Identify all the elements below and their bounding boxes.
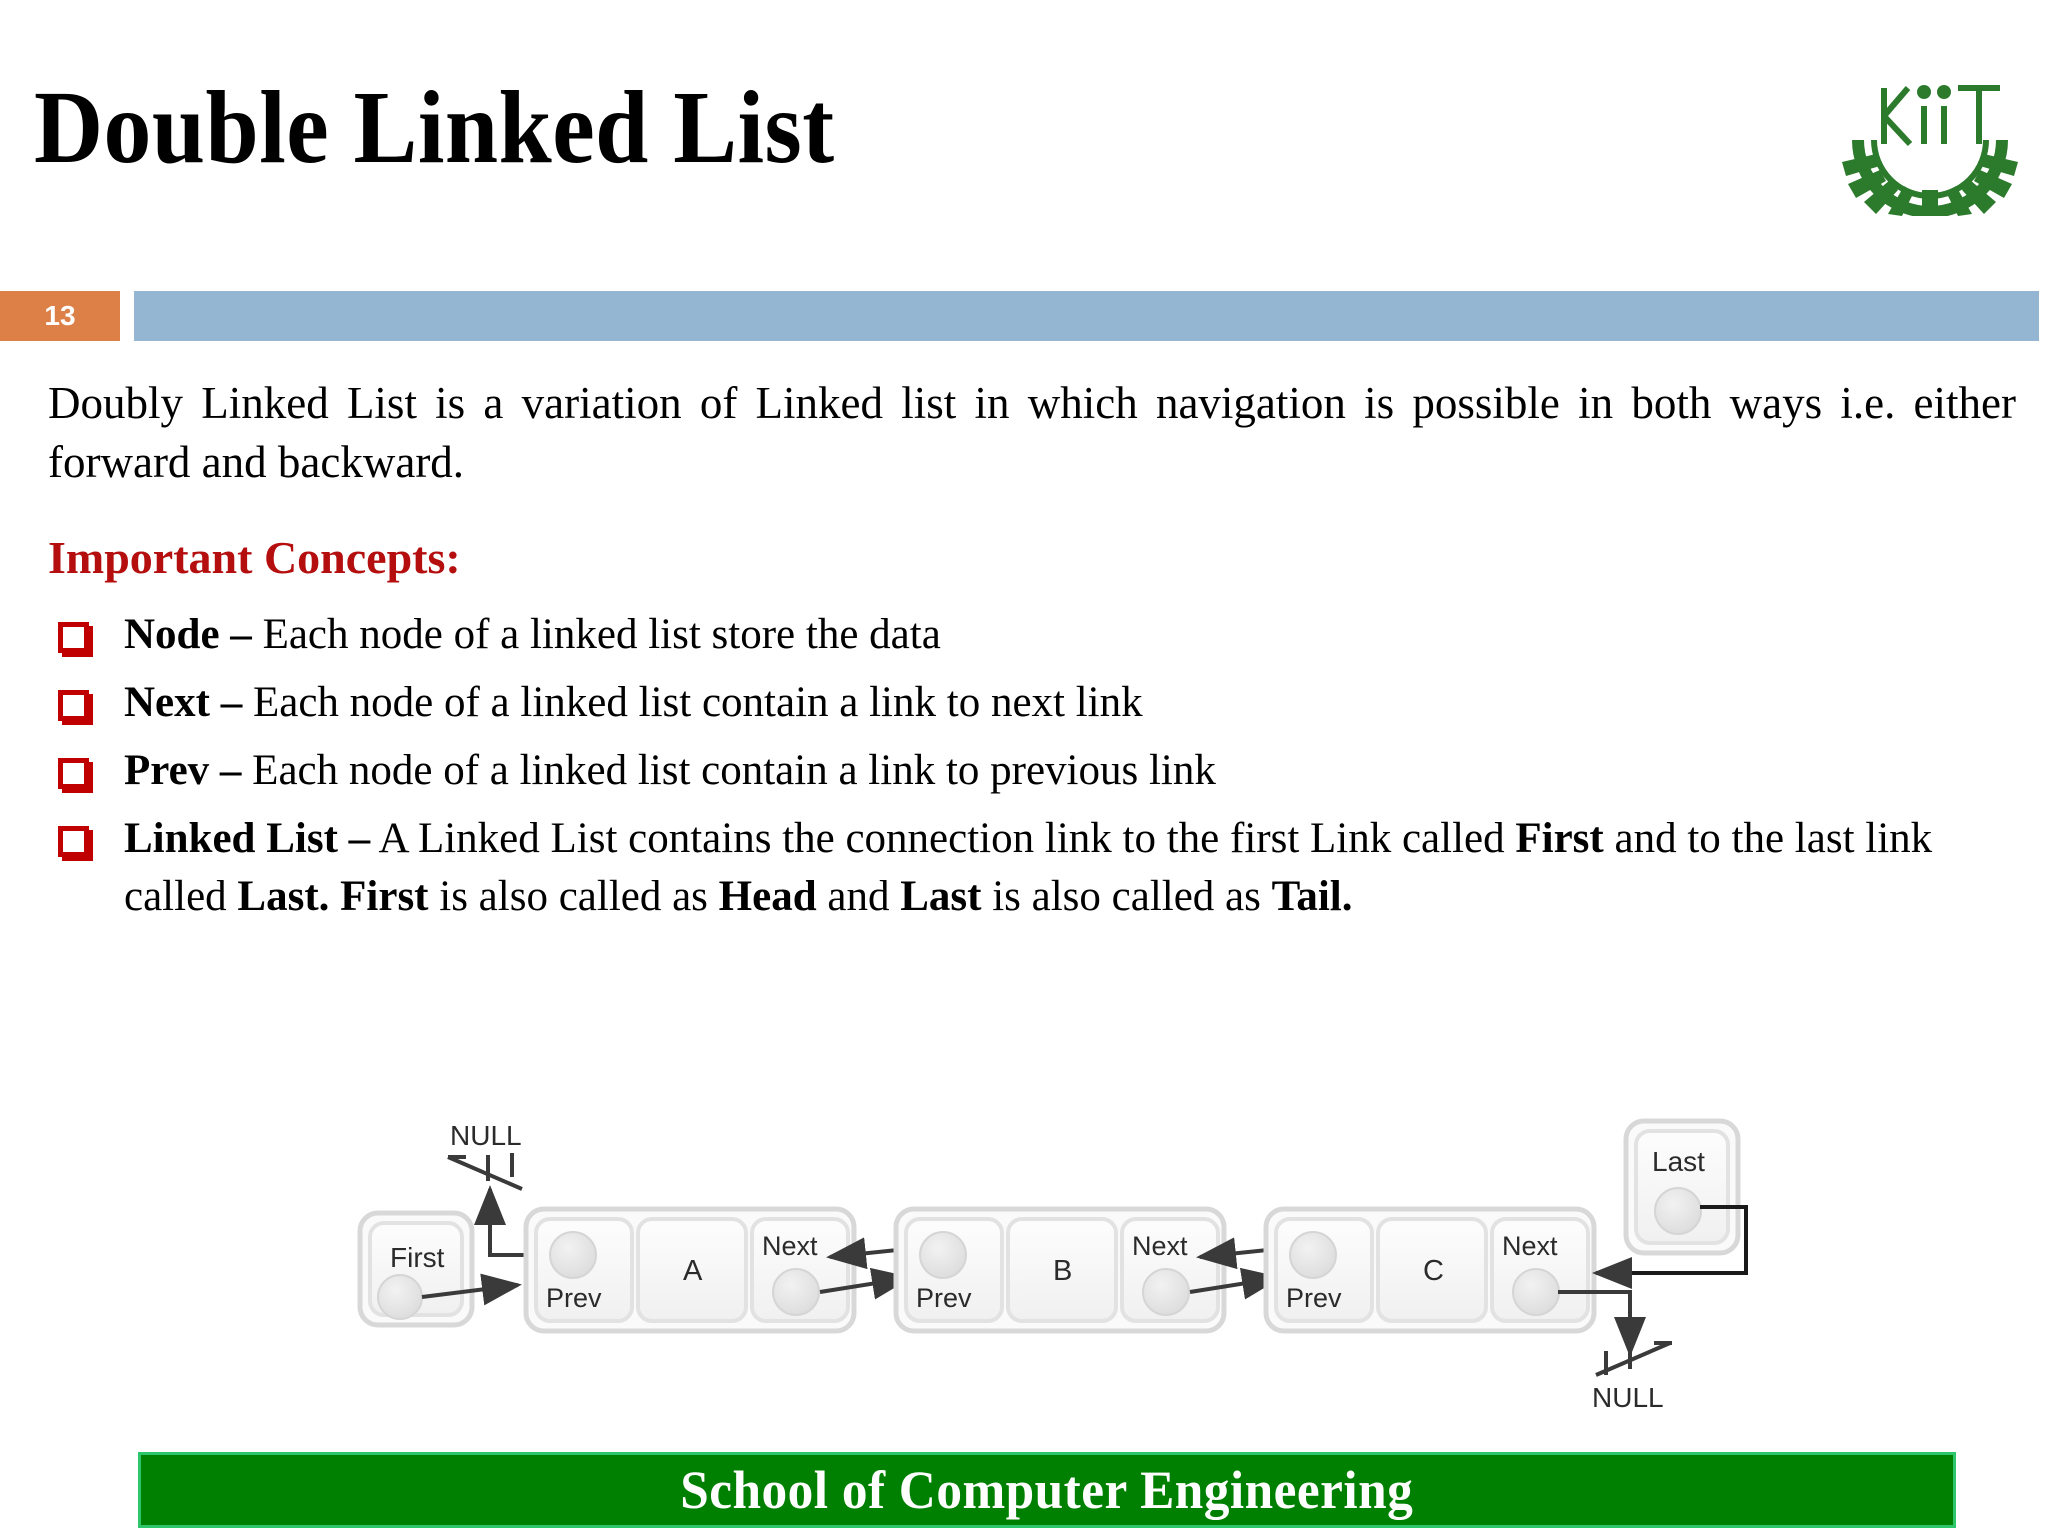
svg-text:C: C: [1423, 1255, 1444, 1287]
square-bullet-icon: [58, 758, 89, 790]
concept-emphasis-last-first: Last. First: [237, 873, 429, 921]
square-bullet-icon: [58, 622, 89, 653]
node-b: Prev B Next: [893, 1206, 1227, 1334]
list-item: Node – Each node of a linked list store …: [48, 606, 2016, 664]
node-c: Prev C Next: [1263, 1206, 1597, 1334]
slide-body: Doubly Linked List is a variation of Lin…: [48, 374, 2016, 936]
concept-emphasis-tail: Tail.: [1271, 873, 1353, 921]
concept-term: Prev –: [124, 747, 242, 795]
list-item: Prev – Each node of a linked list contai…: [48, 742, 2016, 800]
svg-text:NULL: NULL: [1592, 1382, 1664, 1413]
square-bullet-icon: [58, 826, 89, 858]
svg-text:NULL: NULL: [450, 1120, 522, 1151]
concept-continuation: and: [816, 873, 901, 921]
svg-text:B: B: [1053, 1255, 1072, 1287]
svg-text:Next: Next: [1502, 1231, 1558, 1261]
list-item: Next – Each node of a linked list contai…: [48, 674, 2016, 732]
svg-text:Last: Last: [1652, 1146, 1705, 1177]
footer-banner: School of Computer Engineering: [138, 1452, 1956, 1528]
null-top-marker: NULL: [447, 1120, 535, 1257]
svg-text:Next: Next: [762, 1231, 818, 1261]
concept-continuation: and to the last link called: [124, 815, 1933, 921]
section-heading: Important Concepts:: [48, 532, 461, 583]
accent-bar: [134, 291, 2039, 341]
concept-emphasis-head: Head: [718, 873, 817, 921]
concepts-list: Node – Each node of a linked list store …: [48, 606, 2016, 926]
square-bullet-icon: [58, 690, 89, 722]
slide-number-badge: 13: [0, 291, 120, 341]
concept-description: Each node of a linked list contain a lin…: [241, 747, 1216, 795]
concept-term: Linked List –: [124, 815, 371, 863]
kiit-logo: [1840, 66, 2020, 216]
concept-continuation: is also called as: [981, 873, 1272, 921]
concept-term: Next –: [124, 679, 243, 727]
concept-emphasis-last: Last: [900, 873, 982, 921]
concept-description: Each node of a linked list store the dat…: [251, 611, 941, 658]
concept-description: A Linked List contains the connection li…: [370, 815, 1516, 863]
concept-emphasis-first: First: [1515, 815, 1604, 863]
footer-label: School of Computer Engineering: [680, 1460, 1414, 1520]
page-title: Double Linked List: [34, 70, 835, 185]
svg-text:Prev: Prev: [546, 1283, 602, 1313]
concept-continuation: is also called as: [428, 873, 719, 921]
last-pointer-box: Last: [1623, 1118, 1741, 1256]
svg-text:Prev: Prev: [916, 1283, 972, 1313]
null-bottom-marker: NULL: [1558, 1290, 1672, 1413]
node-a: Prev A Next: [523, 1206, 857, 1334]
svg-text:Next: Next: [1132, 1231, 1188, 1261]
concept-term: Node –: [124, 611, 252, 658]
doubly-linked-list-diagram: First NULL Prev A Next: [330, 1085, 1780, 1415]
first-pointer-box: First: [357, 1210, 475, 1328]
svg-text:Prev: Prev: [1286, 1283, 1342, 1313]
svg-text:First: First: [390, 1242, 445, 1273]
list-item: Linked List – A Linked List contains the…: [48, 810, 2016, 926]
concept-description: Each node of a linked list contain a lin…: [242, 679, 1143, 727]
svg-text:A: A: [683, 1255, 703, 1287]
accent-row: 13: [0, 291, 2048, 341]
intro-paragraph: Doubly Linked List is a variation of Lin…: [48, 378, 2016, 487]
